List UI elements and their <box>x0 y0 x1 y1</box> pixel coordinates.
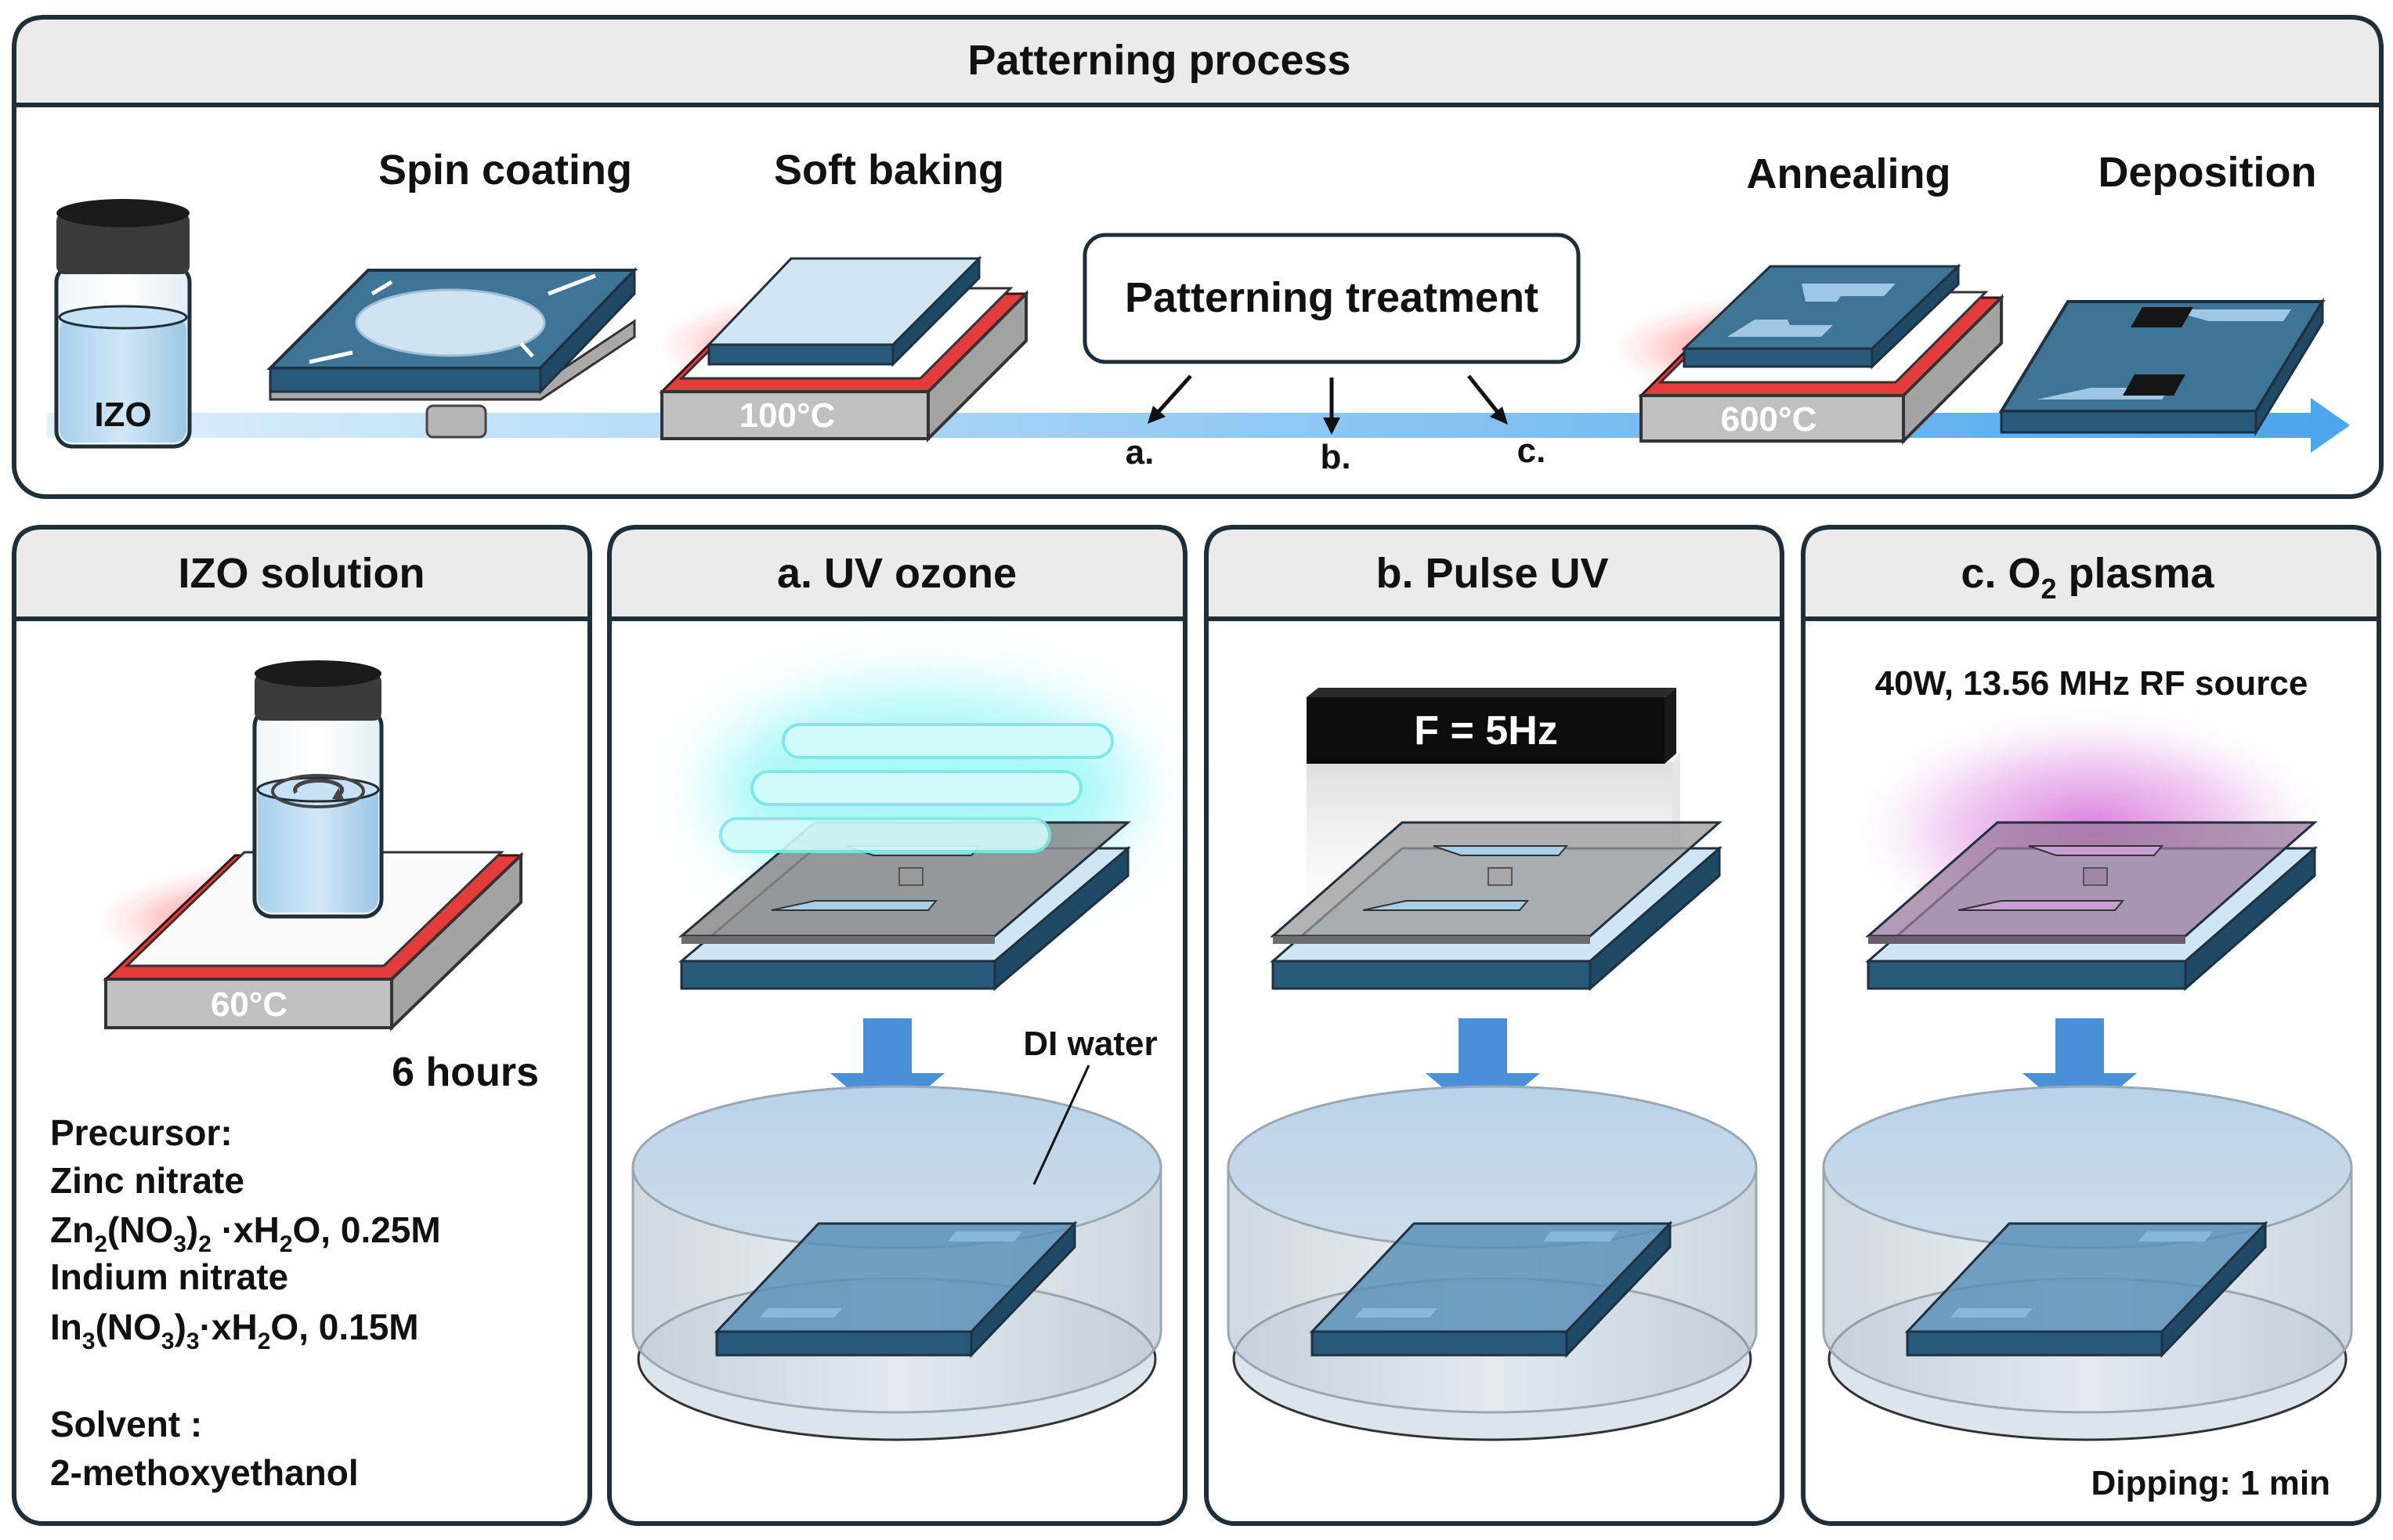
water-dish-c <box>1822 1085 2353 1441</box>
patterning-treatment-box: Patterning treatment a. b. c. <box>1083 233 1581 476</box>
solvent-name: 2-methoxyethanol <box>50 1452 359 1493</box>
water-label: DI water <box>1023 1025 1157 1063</box>
uv-lamps <box>719 723 1114 853</box>
pulse-uv-stack <box>1270 821 1722 992</box>
zinc-formula: Zn2(NO3)2 ·xH2O, 0.25M <box>50 1209 441 1257</box>
branch-label-c: c. <box>1517 432 1546 470</box>
frequency-label: F = 5Hz <box>1414 708 1558 754</box>
water-dish-b <box>1227 1085 1758 1441</box>
spin-coater <box>266 267 638 439</box>
izo-duration: 6 hours <box>392 1050 539 1095</box>
branch-label-b: b. <box>1320 438 1350 476</box>
izo-stirring-vial <box>252 660 384 919</box>
uv-ozone-panel: a. UV ozone <box>607 525 1187 1526</box>
step-patterning-treatment: Patterning treatment <box>1125 274 1538 321</box>
branch-label-a: a. <box>1126 433 1155 472</box>
panel-title-patterning: Patterning process <box>967 37 1350 84</box>
panel-title-o2-plasma: c. O2 plasma <box>1961 550 2214 605</box>
vial-label: IZO <box>94 396 151 434</box>
anneal-hotplate: 600°C <box>1618 263 2004 445</box>
panel-title-uv-ozone: a. UV ozone <box>777 550 1017 597</box>
patterning-process-panel: Patterning process IZO Spin coating <box>12 15 2384 499</box>
izo-temp: 60°C <box>211 985 287 1024</box>
pulse-uv-panel: b. Pulse UV F = 5Hz <box>1204 525 1784 1526</box>
anneal-temp: 600°C <box>1721 400 1817 439</box>
water-dish-a <box>631 1085 1162 1441</box>
panel-title-izo: IZO solution <box>179 550 425 597</box>
deposition-substrate <box>1998 297 2326 437</box>
indium-formula: In3(NO3)3·xH2O, 0.15M <box>50 1307 419 1354</box>
rf-source-label: 40W, 13.56 MHz RF source <box>1875 664 2308 703</box>
solvent-heading: Solvent : <box>50 1404 202 1444</box>
water-callout-line <box>1032 1065 1090 1185</box>
izo-solution-panel: IZO solution 60°C 6 hours Precursor: Zin… <box>12 525 592 1526</box>
soft-bake-hotplate: 100°C <box>659 255 1029 443</box>
indium-name: Indium nitrate <box>50 1256 288 1297</box>
izo-recipe: Precursor: Zinc nitrate Zn2(NO3)2 ·xH2O,… <box>50 1112 441 1493</box>
zinc-name: Zinc nitrate <box>50 1160 244 1201</box>
precursor-heading: Precursor: <box>50 1112 233 1153</box>
timeline-arrow <box>47 398 2350 453</box>
soft-bake-temp: 100°C <box>739 396 836 435</box>
izo-vial: IZO <box>54 199 192 449</box>
dipping-label: Dipping: 1 min <box>2091 1464 2330 1502</box>
step-spin-coating: Spin coating <box>378 146 632 193</box>
step-soft-baking: Soft baking <box>774 146 1004 193</box>
o2-plasma-stack <box>1865 821 2318 992</box>
step-annealing: Annealing <box>1746 150 1950 197</box>
step-deposition: Deposition <box>2098 149 2317 196</box>
o2-plasma-panel: c. O2 plasma 40W, 13.56 MHz RF source <box>1801 525 2381 1526</box>
panel-title-pulse-uv: b. Pulse UV <box>1375 550 1608 597</box>
